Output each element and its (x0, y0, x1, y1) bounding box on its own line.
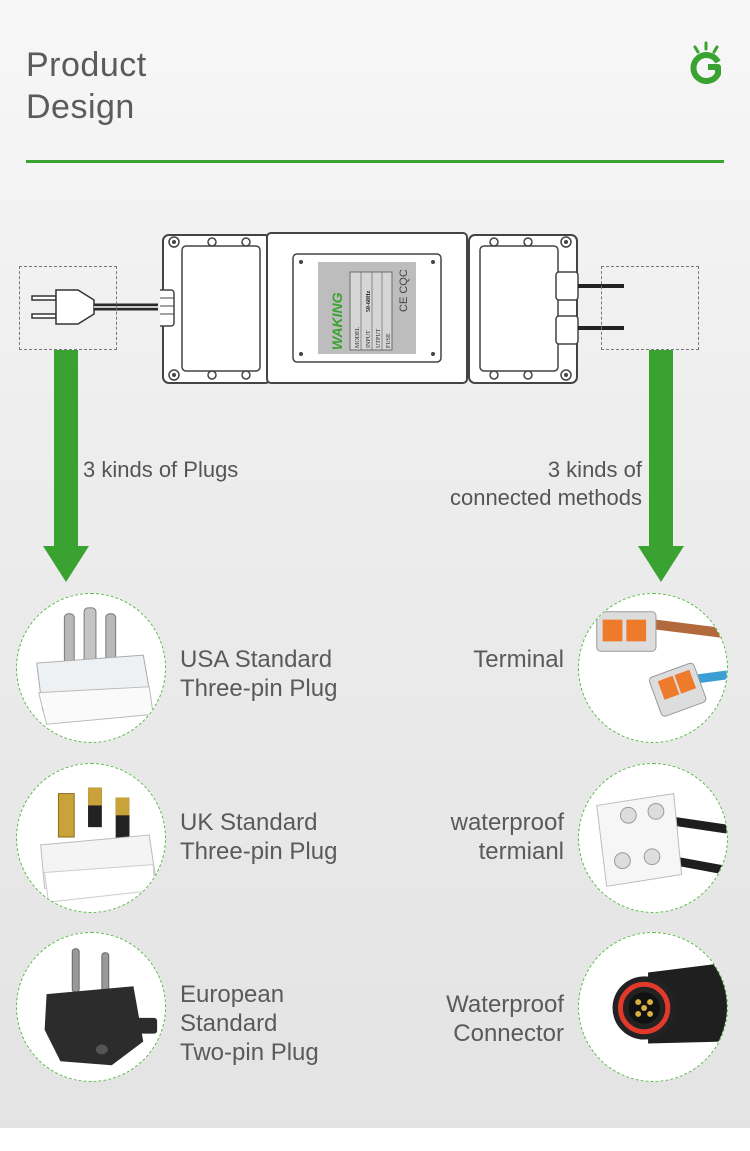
eu-label-line-2: Standard (180, 1010, 278, 1037)
down-arrow-right-icon (638, 350, 684, 582)
eu-label-line-3: Two-pin Plug (180, 1039, 319, 1066)
down-arrow-left-icon (43, 350, 89, 582)
eu-label-line-1: European (180, 981, 285, 1008)
device-cert-mark: CE CQC (398, 269, 410, 312)
waterproof-terminal-label-line-2: termianl (478, 838, 564, 865)
page-title: Product Design (26, 44, 147, 128)
input-plug-cable-icon (31, 289, 158, 325)
terminal-connector-icon (596, 611, 727, 717)
waterproof-terminal-label: waterproof termianl (380, 808, 564, 866)
usa-plug-label: USA Standard Three-pin Plug (180, 645, 337, 703)
usa-label-line-2: Three-pin Plug (180, 675, 338, 702)
terminal-photo (578, 593, 728, 743)
waterproof-connector-label-line-2: Connector (453, 1020, 564, 1047)
title-line-2: Design (26, 88, 135, 126)
title-line-1: Product (26, 46, 147, 84)
usa-plug-icon (36, 607, 154, 725)
waterproof-connector-icon (612, 962, 727, 1044)
caption-line-1: 3 kinds of (547, 457, 642, 482)
device-label-fuse: FUSE (386, 333, 392, 348)
header-divider (26, 160, 724, 163)
uk-label-line-2: Three-pin Plug (180, 838, 338, 865)
device-label-output: UTPUT (376, 328, 382, 348)
device-label-input: INPUT (366, 330, 372, 348)
eu-plug-icon (44, 948, 158, 1066)
waterproof-connector-label-line-1: Waterproof (446, 991, 564, 1018)
connection-methods-caption: 3 kinds of connected methods (380, 456, 642, 512)
input-plug-highlight-box (19, 266, 117, 350)
device-brand-text: WAKING (329, 292, 345, 350)
waterproof-terminal-photo (578, 763, 728, 913)
device-label-freq: 50-60Hz (366, 290, 372, 312)
uk-plug-label: UK Standard Three-pin Plug (180, 808, 337, 866)
waterproof-terminal-label-line-1: waterproof (450, 809, 564, 836)
bottom-strip (0, 1128, 750, 1151)
uk-plug-photo (16, 763, 166, 913)
terminal-label-line-1: Terminal (473, 646, 564, 673)
uk-label-line-1: UK Standard (180, 809, 318, 836)
output-cable-highlight-box (601, 266, 699, 350)
waterproof-connector-photo (578, 932, 728, 1082)
usa-plug-photo (16, 593, 166, 743)
power-supply-device: WAKING MODEL INPUT 50-60Hz UTPUT FUSE CE… (160, 232, 579, 384)
eu-plug-label: European Standard Two-pin Plug (180, 980, 319, 1067)
eu-plug-photo (16, 932, 166, 1082)
plugs-caption: 3 kinds of Plugs (83, 457, 239, 482)
caption-line-2: connected methods (449, 485, 642, 510)
waterproof-connector-label: Waterproof Connector (360, 990, 564, 1048)
device-label-model: MODEL (355, 326, 361, 348)
uk-plug-icon (40, 787, 156, 903)
waterproof-terminal-icon (596, 793, 727, 887)
brand-logo-icon (690, 41, 721, 84)
terminal-label: Terminal (380, 645, 564, 674)
usa-label-line-1: USA Standard (180, 646, 333, 673)
